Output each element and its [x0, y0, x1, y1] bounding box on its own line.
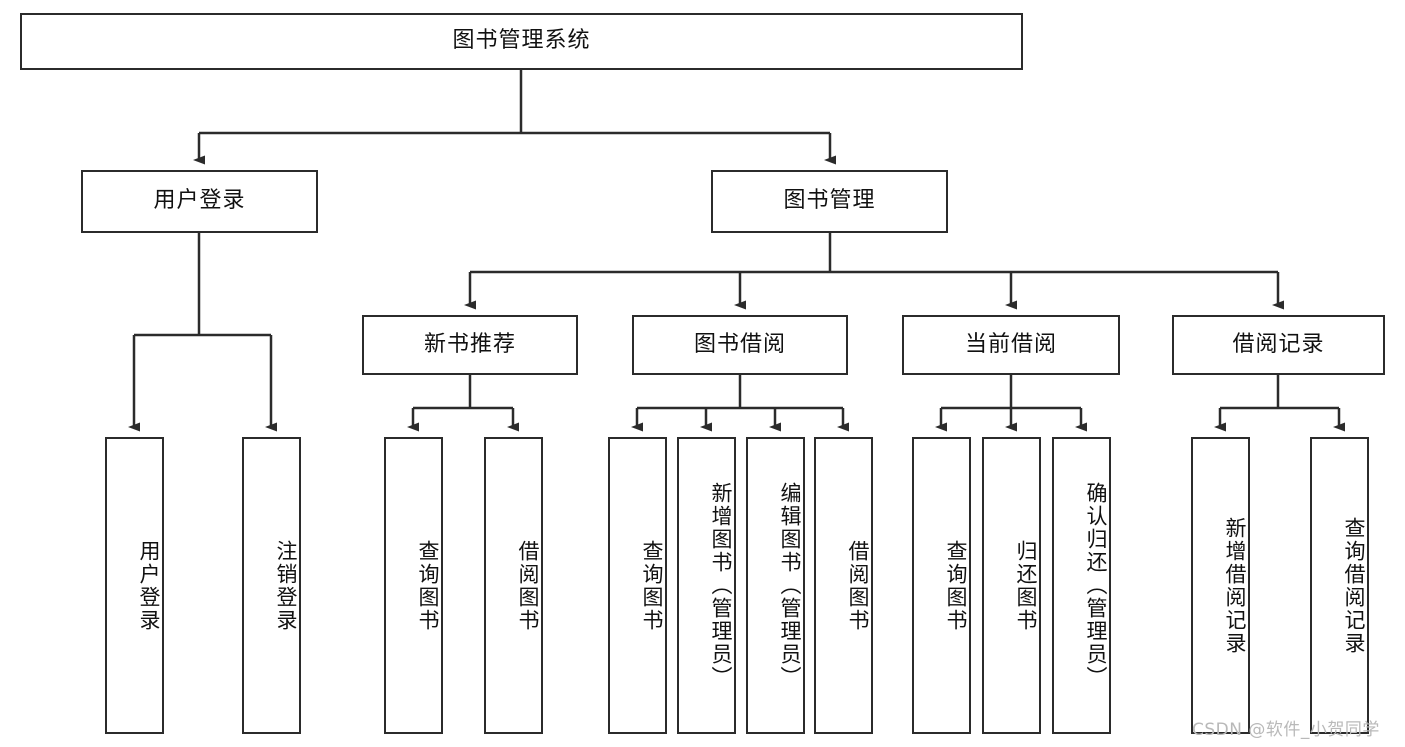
node-new-book-recommend[interactable]: 新书推荐 [362, 315, 578, 375]
node-label: 图书管理 [783, 188, 876, 214]
leaf-current-borrow-confirm-return-admin[interactable]: 确认归还（管理员） [1052, 437, 1111, 734]
node-root-book-management-system[interactable]: 图书管理系统 [20, 13, 1023, 70]
leaf-borrow-record-query-record[interactable]: 查询借阅记录 [1310, 437, 1369, 734]
node-user-login[interactable]: 用户登录 [81, 170, 318, 233]
node-label: 注销登录 [274, 539, 298, 632]
node-label: 新增图书（管理员） [709, 482, 733, 689]
node-label: 归还图书 [1014, 539, 1038, 632]
leaf-book-borrow-add-book-admin[interactable]: 新增图书（管理员） [677, 437, 736, 734]
node-label: 借阅图书 [516, 539, 540, 632]
leaf-current-borrow-return-book[interactable]: 归还图书 [982, 437, 1041, 734]
node-label: 查询借阅记录 [1342, 516, 1366, 655]
node-label: 新增借阅记录 [1223, 516, 1247, 655]
leaf-book-borrow-edit-book-admin[interactable]: 编辑图书（管理员） [746, 437, 805, 734]
leaf-user-login-logout[interactable]: 注销登录 [242, 437, 301, 734]
node-label: 查询图书 [640, 539, 664, 632]
node-label: 确认归还（管理员） [1084, 482, 1108, 689]
leaf-book-borrow-query-book[interactable]: 查询图书 [608, 437, 667, 734]
node-book-borrow[interactable]: 图书借阅 [632, 315, 848, 375]
node-label: 借阅记录 [1232, 331, 1325, 357]
node-label: 当前借阅 [964, 331, 1057, 357]
node-label: 用户登录 [137, 539, 161, 632]
node-label: 查询图书 [416, 539, 440, 632]
csdn-watermark: CSDN @软件_小贺同学 [1192, 720, 1380, 740]
node-label: 图书管理系统 [452, 28, 591, 54]
leaf-new-book-query-book[interactable]: 查询图书 [384, 437, 443, 734]
leaf-new-book-borrow-book[interactable]: 借阅图书 [484, 437, 543, 734]
node-book-management[interactable]: 图书管理 [711, 170, 948, 233]
leaf-user-login-login[interactable]: 用户登录 [105, 437, 164, 734]
leaf-current-borrow-query-book[interactable]: 查询图书 [912, 437, 971, 734]
node-label: 用户登录 [153, 188, 246, 214]
node-label: 借阅图书 [846, 539, 870, 632]
node-label: 新书推荐 [423, 331, 516, 357]
node-label: 查询图书 [944, 539, 968, 632]
leaf-borrow-record-add-record[interactable]: 新增借阅记录 [1191, 437, 1250, 734]
node-label: 图书借阅 [693, 331, 786, 357]
leaf-book-borrow-borrow-book[interactable]: 借阅图书 [814, 437, 873, 734]
node-current-borrow[interactable]: 当前借阅 [902, 315, 1120, 375]
node-borrow-record[interactable]: 借阅记录 [1172, 315, 1385, 375]
node-label: 编辑图书（管理员） [778, 482, 802, 689]
